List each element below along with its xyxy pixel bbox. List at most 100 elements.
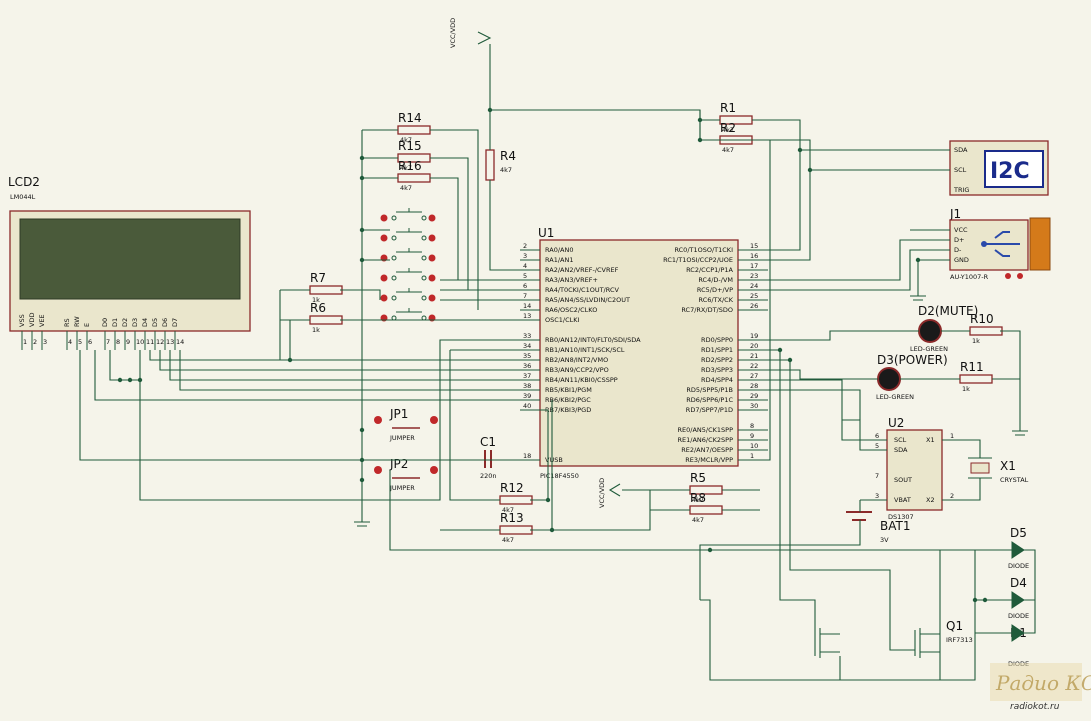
diode-d5[interactable]: D5 DIODE: [1008, 526, 1029, 570]
diode-d4[interactable]: D4 DIODE: [1008, 576, 1029, 620]
crystal-ref: X1: [1000, 459, 1016, 473]
jp2-ref: JP2: [389, 457, 408, 471]
mcu-left-pinnum: 18: [523, 452, 531, 460]
resistor-body: [959, 374, 993, 384]
usb-pin-gnd: GND: [954, 256, 969, 264]
mcu-right-pinnum: 30: [750, 402, 758, 410]
rtc-pin-vbat: VBAT: [894, 496, 911, 504]
lcd-pin-label: RW: [73, 316, 81, 327]
resistor-value: 4k7: [502, 506, 514, 514]
mcu-left-pin: RB6/KBI2/PGC: [545, 396, 591, 404]
i2c-pin-sda: SDA: [954, 146, 968, 154]
pushbutton[interactable]: [380, 288, 436, 302]
pushbutton-array[interactable]: [380, 208, 436, 322]
mcu-right-pinnum: 22: [750, 362, 758, 370]
usb-part: AU-Y1007-R: [950, 273, 989, 281]
crystal[interactable]: X1 CRYSTAL: [968, 457, 1029, 484]
lcd-module[interactable]: LCD2 LM044L VSS1VDD2VEE3RS4RW5E6D07D18D2…: [8, 175, 251, 350]
led-mute[interactable]: D2(MUTE) LED-GREEN: [910, 304, 978, 353]
diode-d1[interactable]: D1 DIODE: [1008, 624, 1029, 668]
lcd-pin-label: D5: [151, 318, 159, 327]
pushbutton-pad: [380, 234, 388, 242]
vcc-bottom-symbol: VCC/VDD: [598, 478, 650, 508]
mcu-right-pin: RE1/AN6/CK2SPP: [678, 436, 734, 444]
mcu-right-pinnum: 26: [750, 302, 758, 310]
mcu-right-pin: RD1/SPP1: [701, 346, 733, 354]
mcu-left-pin: VUSB: [545, 456, 563, 464]
mcu-right-pinnum: 10: [750, 442, 758, 450]
led-power-ref: D3(POWER): [877, 353, 948, 367]
mcu-left-pin: RA2/AN2/VREF-/CVREF: [545, 266, 619, 274]
lcd-screen: [19, 218, 241, 300]
rtc-pin-scl: SCL: [894, 436, 907, 444]
lcd-pin-label: RS: [63, 318, 71, 327]
led-power[interactable]: D3(POWER) LED-GREEN: [876, 353, 948, 401]
pushbutton[interactable]: [380, 248, 436, 262]
battery[interactable]: BAT1 3V: [846, 511, 910, 544]
i2c-pin-scl: SCL: [954, 166, 967, 174]
mcu-right-pin: RE2/AN7/OESPP: [681, 446, 733, 454]
lcd-pin-number: 2: [33, 338, 37, 346]
mcu-body: [539, 239, 739, 467]
mcu-right-pinnum: 19: [750, 332, 758, 340]
led-power-body: [877, 367, 901, 391]
i2c-title: I2C: [990, 159, 1030, 184]
rtc-body: [886, 429, 943, 511]
watermark: Радио КОТ radiokot.ru: [990, 663, 1091, 712]
mcu-right-pin: RC4/D-/VM: [698, 276, 733, 284]
mcu-right-pinnum: 9: [750, 432, 754, 440]
pushbutton-pad: [380, 214, 388, 222]
rtc-chip[interactable]: U2 SCL SDA SOUT VBAT X1 X2 6 5 7 3 1 2 D…: [875, 416, 954, 521]
mcu-right-pinnum: 25: [750, 292, 758, 300]
mcu-left-pinnum: 13: [523, 312, 531, 320]
usb-pad-1: [1005, 273, 1011, 279]
mcu-right-pin: RD7/SPP7/P1D: [686, 406, 733, 414]
i2c-module[interactable]: I2C SDA SCL TRIG: [949, 140, 1049, 196]
mcu-left-pin: RB4/AN11/KBI0/CSSPP: [545, 376, 618, 384]
i2c-pin-trig: TRIG: [953, 186, 969, 194]
lcd-pin-label: VSS: [18, 314, 26, 327]
pushbutton[interactable]: [380, 208, 436, 222]
mosfet-q1[interactable]: Q1 IRF7313: [814, 619, 973, 658]
usb-connector[interactable]: J1 VCC D+ D- GND AU-Y1007-R: [949, 207, 1051, 281]
resistor-body: [309, 285, 343, 295]
lcd-pin-label: VEE: [38, 314, 46, 327]
mosfet-part: IRF7313: [946, 636, 973, 644]
resistor-body: [397, 125, 431, 135]
vcc-bottom-label: VCC/VDD: [598, 478, 606, 508]
usb-pad-2: [1017, 273, 1023, 279]
jumper-2[interactable]: JP2 JUMPER: [374, 457, 438, 492]
mcu-left-pinnum: 38: [523, 382, 531, 390]
capacitor-c1[interactable]: C1 220n: [480, 435, 497, 480]
rtc-ref: U2: [888, 416, 904, 430]
mcu-right-pinnum: 8: [750, 422, 754, 430]
resistor-ref: R11: [960, 360, 984, 374]
jumper-1[interactable]: JP1 JUMPER: [374, 407, 438, 442]
d5-part: DIODE: [1008, 562, 1029, 570]
mcu-left-pin: RB2/AN8/INT2/VMO: [545, 356, 608, 364]
lcd-pin-number: 10: [136, 338, 144, 346]
mcu-right-pinnum: 28: [750, 382, 758, 390]
rtc-pin-sout: SOUT: [894, 476, 912, 484]
resistor-value: 4k7: [692, 516, 704, 524]
watermark-url: radiokot.ru: [1010, 702, 1060, 712]
mcu-left-pinnum: 6: [523, 282, 527, 290]
led-power-part: LED-GREEN: [876, 393, 914, 401]
resistor-value: 4k7: [400, 164, 412, 172]
mcu-left-pin: RA6/OSC2/CLKO: [545, 306, 597, 314]
resistor-value: 4k7: [500, 166, 512, 174]
pushbutton[interactable]: [380, 228, 436, 242]
i2c-label-box: [984, 150, 1044, 188]
led-mute-part: LED-GREEN: [910, 345, 948, 353]
led-mute-body: [918, 319, 942, 343]
mcu-left-pin: OSC1/CLKI: [545, 316, 580, 324]
lcd-part: LM044L: [10, 193, 36, 201]
resistor-value: 1k: [962, 385, 970, 393]
pushbutton[interactable]: [380, 268, 436, 282]
lcd-pin-label: D6: [161, 318, 169, 327]
lcd-pin-number: 7: [106, 338, 110, 346]
resistor-value: 1k: [312, 326, 320, 334]
led-mute-ref: D2(MUTE): [918, 304, 978, 318]
lcd-pin-number: 11: [146, 338, 154, 346]
